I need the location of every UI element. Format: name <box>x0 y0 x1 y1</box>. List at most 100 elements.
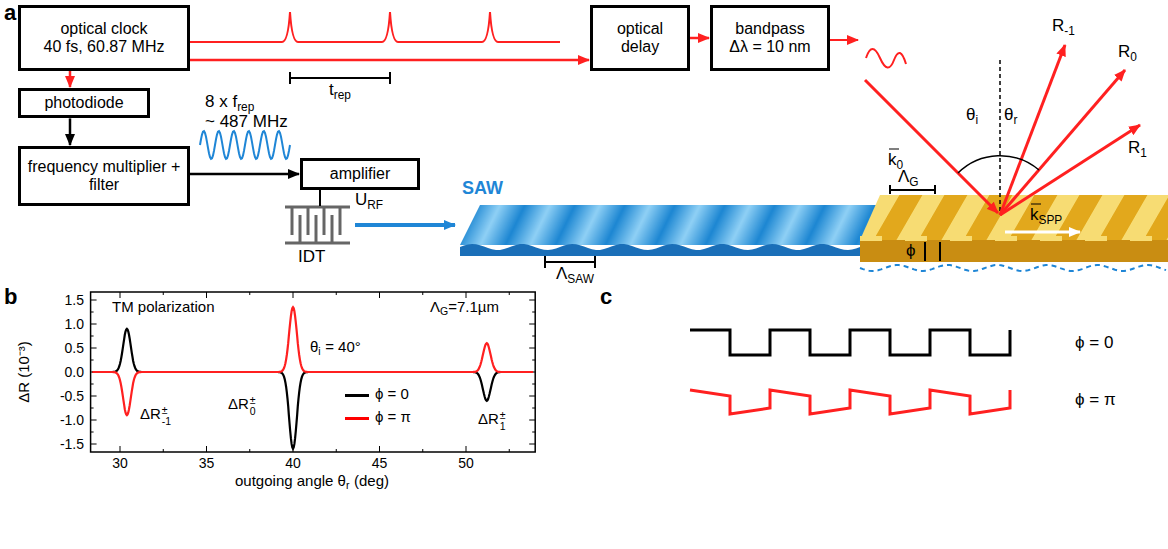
sub-sup-stack: ±1 <box>500 410 506 431</box>
x-tick <box>206 446 207 452</box>
x-tick <box>422 292 423 295</box>
label: 1.5 <box>65 292 84 309</box>
grating-tooth <box>995 236 1017 241</box>
sub-sup-stack: ±0 <box>250 395 256 416</box>
x-tick <box>466 292 467 298</box>
label-text: = 40° <box>325 338 361 355</box>
y-tick <box>91 324 97 325</box>
bandpass-out <box>830 39 858 41</box>
label: TM polarization <box>112 298 215 316</box>
label-text: 0 <box>897 158 904 172</box>
label: 8 x frep <box>205 92 254 114</box>
label: 50 <box>458 455 474 472</box>
label-text: rep <box>237 100 254 114</box>
grating-teeth <box>860 236 1152 241</box>
label-text: rep <box>334 88 351 102</box>
normal-line <box>999 60 1001 213</box>
saw-period <box>545 256 595 268</box>
label-text: 50 <box>458 455 474 471</box>
label: ϕ <box>906 241 916 261</box>
label: kSPP <box>1030 205 1062 227</box>
label: 30 <box>112 455 128 472</box>
label-text: a <box>4 0 16 25</box>
label-text: SPP <box>1039 213 1063 227</box>
label-text: 30 <box>112 455 128 471</box>
label-text: ± <box>250 395 256 406</box>
label-text: 1.0 <box>65 316 84 332</box>
y-tick <box>532 432 535 433</box>
label-text: 40 <box>285 455 301 471</box>
y-tick <box>91 336 94 337</box>
saw-arrow <box>355 223 455 227</box>
y-tick <box>91 360 94 361</box>
delay-box: optical delay <box>590 5 690 71</box>
label-text: 45 <box>372 455 388 471</box>
y-tick <box>532 336 535 337</box>
x-tick <box>509 292 510 295</box>
profile-phi0 <box>690 330 1010 355</box>
label: ~ 487 MHz <box>205 112 288 132</box>
label: trep <box>329 80 351 102</box>
clock-box: optical clock40 fs, 60.87 MHz <box>18 5 190 71</box>
label-text: R <box>1118 42 1130 61</box>
label: -1.5 <box>60 436 84 453</box>
label: 40 <box>285 455 301 472</box>
label: -0.5 <box>60 388 84 405</box>
x-tick <box>336 292 337 295</box>
label: b <box>4 284 17 310</box>
y-tick <box>529 324 535 325</box>
label: 0.5 <box>65 340 84 357</box>
data-curve <box>92 307 533 415</box>
label-text: -1.5 <box>60 436 84 452</box>
label: 0.0 <box>65 364 84 381</box>
y-tick <box>91 432 94 433</box>
x-tick <box>120 292 121 298</box>
plot-frame <box>91 292 536 452</box>
label-text: b <box>4 284 17 309</box>
label-text: R <box>1128 138 1140 157</box>
grating-tooth <box>1085 236 1107 241</box>
label-text: R <box>1052 16 1064 35</box>
x-tick <box>293 292 294 298</box>
x-tick <box>336 449 337 452</box>
label-text: 0 <box>250 406 256 417</box>
label-text: ΔR (10⁻³) <box>15 341 32 403</box>
y-tick <box>529 396 535 397</box>
connector <box>69 71 72 87</box>
label: ΛSAW <box>556 264 594 286</box>
legend-item: ϕ = 0 <box>345 385 409 403</box>
label: SAW <box>462 178 503 200</box>
label-text: 0.5 <box>65 340 84 356</box>
label-text: TM polarization <box>112 298 215 315</box>
x-tick <box>422 449 423 452</box>
label: 35 <box>199 455 215 472</box>
x-tick <box>379 292 380 298</box>
x-tick <box>120 446 121 452</box>
sub-sup-stack: ±-1 <box>162 405 171 426</box>
kspp-arrow <box>1005 231 1080 234</box>
y-tick <box>532 360 535 361</box>
saw-under-grating <box>860 265 1166 271</box>
label: θr <box>1004 105 1017 127</box>
box-text: bandpass <box>735 20 804 38</box>
box-text: Δλ = 10 nm <box>729 38 810 56</box>
box-text: amplifier <box>330 165 390 183</box>
label: a <box>4 0 16 26</box>
ray-r1 <box>1000 125 1140 215</box>
label: ϕ = 0 <box>1075 333 1113 353</box>
connector <box>690 37 709 40</box>
grating-tooth <box>860 236 882 241</box>
y-tick <box>532 312 535 313</box>
label-text: ~ 487 MHz <box>205 112 288 131</box>
box-text: optical clock <box>60 20 147 38</box>
label-text: θ <box>966 105 975 124</box>
label-text: G <box>909 175 918 189</box>
box-text: 40 fs, 60.87 MHz <box>44 38 165 56</box>
legend-swatch <box>345 394 369 397</box>
grating-tooth <box>950 236 972 241</box>
label-text: 0 <box>1130 50 1137 64</box>
trep-bracket <box>290 72 390 84</box>
label-text: (deg) <box>354 472 389 489</box>
label: θi= 40° <box>310 338 361 358</box>
label: ϕ = π <box>1075 390 1116 410</box>
